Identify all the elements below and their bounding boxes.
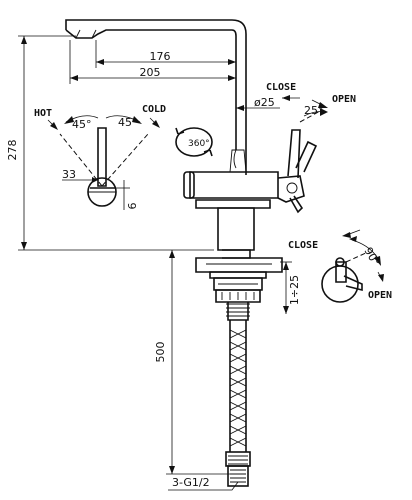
label-angle-cold: 45° [118, 116, 138, 129]
dim-278: 278 [6, 140, 19, 161]
dim-thickness-range: 1÷25 [288, 275, 301, 305]
label-side-angle: 90° [361, 245, 382, 268]
dim-6: 6 [126, 203, 139, 210]
label-angle-hot: 45° [72, 118, 92, 131]
mounting-assembly [195, 257, 283, 321]
hot-cold-detail [47, 115, 160, 210]
dim-176: 176 [150, 50, 171, 63]
dim-thread: 3-G1/2 [172, 476, 210, 489]
label-rotation-360: 360° [188, 139, 210, 149]
label-close-side: CLOSE [288, 240, 318, 251]
mixer-body [183, 129, 318, 259]
dim-205: 205 [140, 66, 161, 79]
label-cold: COLD [142, 104, 166, 115]
dim-pipe-diameter: ø25 [254, 96, 275, 109]
flexible-hoses [225, 320, 251, 487]
label-close-top: CLOSE [266, 82, 296, 93]
rotation-360-symbol [175, 127, 213, 157]
dim-33: 33 [62, 168, 76, 181]
dimension-lines [18, 35, 292, 491]
dim-hose-length: 500 [154, 342, 167, 363]
label-open-top: OPEN [332, 94, 356, 105]
label-open-side: OPEN [368, 290, 392, 301]
label-hot: HOT [34, 108, 52, 119]
side-valve-detail [321, 229, 384, 303]
spout [65, 19, 247, 175]
lever-rotation-indicators [282, 95, 328, 123]
label-lever-angle: 25° [304, 104, 324, 117]
